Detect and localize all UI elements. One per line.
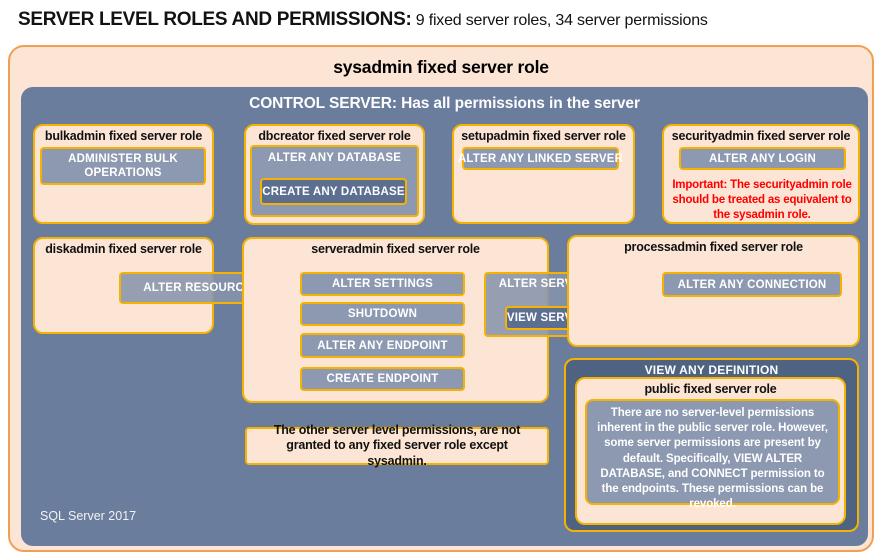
perm-view-any-definition-panel: VIEW ANY DEFINITION public fixed server …	[564, 358, 859, 532]
page-title-strong: SERVER LEVEL ROLES AND PERMISSIONS:	[18, 9, 412, 30]
perm-shutdown: SHUTDOWN	[300, 302, 465, 326]
perm-create-any-database: CREATE ANY DATABASE	[260, 178, 407, 205]
dbcreator-role-title: dbcreator fixed server role	[258, 129, 411, 143]
securityadmin-role-title: securityadmin fixed server role	[671, 129, 851, 143]
perm-alter-any-linked-server: ALTER ANY LINKED SERVER	[458, 147, 623, 170]
perm-alter-any-connection: ALTER ANY CONNECTION	[662, 272, 842, 297]
public-role-box: public fixed server role There are no se…	[575, 377, 846, 525]
control-server-title: CONTROL SERVER: Has all permissions in t…	[249, 95, 640, 112]
perm-view-any-definition-label: VIEW ANY DEFINITION	[644, 363, 779, 377]
bulkadmin-role-box: bulkadmin fixed server role ADMINISTER B…	[33, 124, 214, 224]
perm-alter-any-database-label: ALTER ANY DATABASE	[267, 152, 402, 164]
control-server-box: CONTROL SERVER: Has all permissions in t…	[21, 87, 868, 546]
other-permissions-note: The other server level permissions, are …	[245, 423, 549, 468]
diskadmin-role-title: diskadmin fixed server role	[45, 242, 202, 256]
public-role-title: public fixed server role	[644, 382, 777, 396]
serveradmin-role-box: serveradmin fixed server role ALTER SETT…	[242, 237, 549, 403]
page-title: SERVER LEVEL ROLES AND PERMISSIONS: 9 fi…	[18, 9, 708, 31]
securityadmin-role-box: securityadmin fixed server role ALTER AN…	[662, 124, 860, 224]
processadmin-role-box: processadmin fixed server role ALTER ANY…	[567, 235, 860, 347]
public-role-description: There are no server-level permissions in…	[585, 399, 840, 510]
setupadmin-role-box: setupadmin fixed server role ALTER ANY L…	[452, 124, 635, 224]
bulkadmin-role-title: bulkadmin fixed server role	[44, 129, 203, 143]
perm-alter-settings: ALTER SETTINGS	[300, 272, 465, 296]
page-title-detail: 9 fixed server roles, 34 server permissi…	[411, 12, 708, 29]
setupadmin-role-title: setupadmin fixed server role	[461, 129, 626, 143]
perm-administer-bulk-operations: ADMINISTER BULK OPERATIONS	[40, 147, 206, 185]
perm-alter-any-database: ALTER ANY DATABASE CREATE ANY DATABASE	[250, 145, 419, 217]
serveradmin-role-title: serveradmin fixed server role	[311, 242, 480, 256]
sql-server-version-label: SQL Server 2017	[40, 509, 137, 523]
sysadmin-role-title: sysadmin fixed server role	[333, 57, 549, 77]
perm-alter-any-endpoint: ALTER ANY ENDPOINT	[300, 333, 465, 358]
sysadmin-role-box: sysadmin fixed server role CONTROL SERVE…	[8, 45, 874, 552]
dbcreator-role-box: dbcreator fixed server role ALTER ANY DA…	[244, 124, 425, 225]
perm-alter-any-login: ALTER ANY LOGIN	[679, 147, 846, 170]
securityadmin-warning-text: Important: The securityadmin role should…	[672, 179, 852, 221]
processadmin-role-title: processadmin fixed server role	[624, 240, 803, 254]
perm-create-endpoint: CREATE ENDPOINT	[300, 367, 465, 391]
